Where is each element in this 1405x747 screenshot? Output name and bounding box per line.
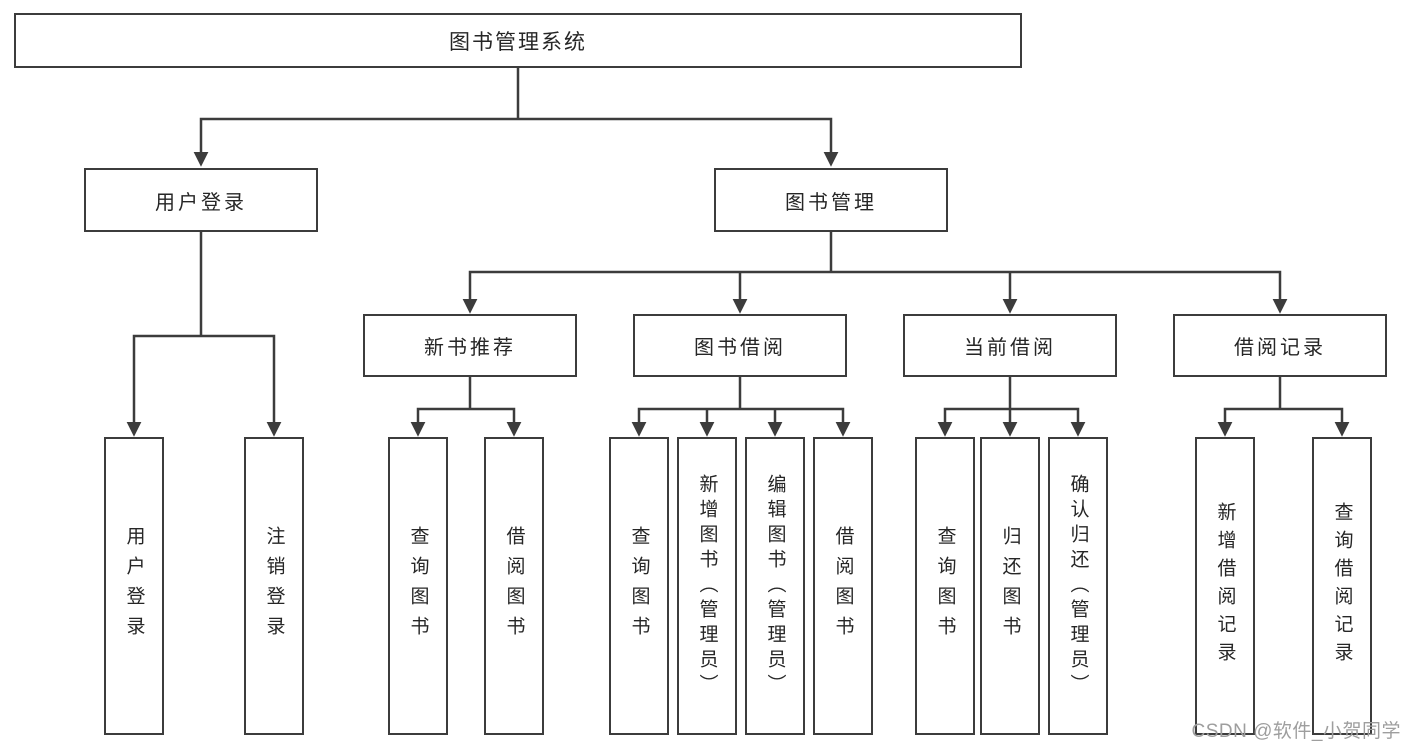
leaf-edit-book-admin-label: 编辑图书（管理员）	[764, 473, 786, 699]
node-book-borrow: 图书借阅	[633, 314, 847, 377]
leaf-query-borrow-record: 查询借阅记录	[1312, 437, 1372, 735]
leaf-confirm-return-admin-label: 确认归还（管理员）	[1067, 473, 1089, 699]
connector-root-to-level2	[193, 68, 839, 167]
leaf-query-book-2-label: 查询图书	[628, 526, 650, 646]
connector-userlogin-to-leaves	[126, 232, 282, 437]
node-book-management: 图书管理	[714, 168, 948, 232]
node-book-borrow-label: 图书借阅	[694, 337, 786, 359]
node-user-login: 用户登录	[84, 168, 318, 232]
node-borrow-records-label: 借阅记录	[1234, 337, 1326, 359]
connector-currentborrow-to-leaves	[937, 377, 1086, 437]
leaf-add-book-admin: 新增图书（管理员）	[677, 437, 737, 735]
leaf-user-login-label: 用户登录	[123, 526, 145, 646]
leaf-add-borrow-record-label: 新增借阅记录	[1214, 502, 1236, 670]
leaf-add-book-admin-label: 新增图书（管理员）	[696, 473, 718, 699]
node-book-management-label: 图书管理	[785, 191, 877, 214]
leaf-user-login: 用户登录	[104, 437, 164, 735]
node-root: 图书管理系统	[14, 13, 1022, 68]
leaf-logout-label: 注销登录	[263, 526, 285, 646]
node-user-login-label: 用户登录	[155, 191, 247, 214]
leaf-return-book: 归还图书	[980, 437, 1040, 735]
connector-bookmgmt-to-level3	[462, 232, 1288, 314]
leaf-query-book-3: 查询图书	[915, 437, 975, 735]
leaf-borrow-book-1: 借阅图书	[484, 437, 544, 735]
connector-newbook-to-leaves	[410, 377, 522, 437]
leaf-borrow-book-2-label: 借阅图书	[832, 526, 854, 646]
leaf-edit-book-admin: 编辑图书（管理员）	[745, 437, 805, 735]
leaf-query-book-1-label: 查询图书	[407, 526, 429, 646]
connector-records-to-leaves	[1217, 377, 1350, 437]
csdn-watermark: CSDN @软件_小贺同学	[1191, 721, 1401, 742]
connector-bookborrow-to-leaves	[631, 377, 851, 437]
leaf-query-book-2: 查询图书	[609, 437, 669, 735]
leaf-confirm-return-admin: 确认归还（管理员）	[1048, 437, 1108, 735]
leaf-logout: 注销登录	[244, 437, 304, 735]
node-new-book-recommend-label: 新书推荐	[424, 337, 516, 359]
leaf-query-book-3-label: 查询图书	[934, 526, 956, 646]
leaf-add-borrow-record: 新增借阅记录	[1195, 437, 1255, 735]
leaf-borrow-book-2: 借阅图书	[813, 437, 873, 735]
leaf-query-book-1: 查询图书	[388, 437, 448, 735]
node-current-borrow: 当前借阅	[903, 314, 1117, 377]
node-borrow-records: 借阅记录	[1173, 314, 1387, 377]
leaf-return-book-label: 归还图书	[999, 526, 1021, 646]
node-new-book-recommend: 新书推荐	[363, 314, 577, 377]
leaf-borrow-book-1-label: 借阅图书	[503, 526, 525, 646]
node-root-label: 图书管理系统	[449, 30, 587, 54]
leaf-query-borrow-record-label: 查询借阅记录	[1331, 502, 1353, 670]
node-current-borrow-label: 当前借阅	[964, 337, 1056, 359]
